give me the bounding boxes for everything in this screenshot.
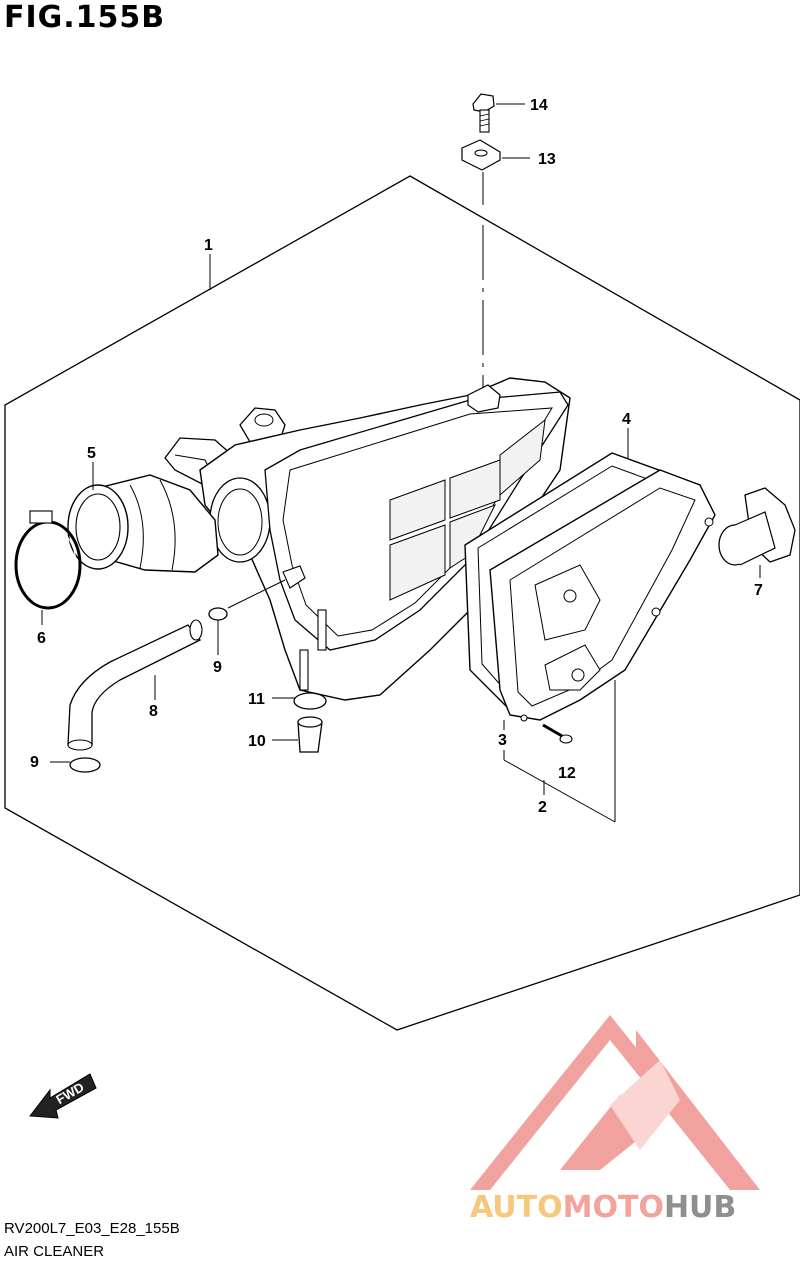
callout-14: 14 [530,97,548,114]
leader-bracket [503,680,616,823]
hose-clamp-part[interactable] [14,510,82,610]
bolt-part[interactable] [472,93,495,133]
watermark-moto: MOTO [563,1190,664,1225]
callout-10: 10 [248,733,266,750]
callout-4: 4 [622,411,631,428]
callout-5: 5 [87,445,96,462]
air-cleaner-cover[interactable] [489,469,716,722]
callout-7: 7 [754,582,763,599]
callout-6: 6 [37,630,46,647]
assembly-outline [4,175,800,1031]
callout-9-upper: 9 [213,659,222,676]
outlet-tube-part[interactable] [718,487,796,566]
figure-code: RV200L7_E03_E28_155B [4,1220,180,1237]
leader-line [227,579,286,609]
callout-8: 8 [149,703,158,720]
callout-1: 1 [204,237,213,254]
hose-clip-part[interactable] [50,757,101,773]
callout-11: 11 [248,691,265,708]
air-cleaner-case[interactable] [164,377,571,701]
breather-hose-part[interactable] [67,619,203,751]
callout-13: 13 [538,151,556,168]
drain-clip-part[interactable] [272,692,327,710]
hose-clip-part[interactable] [208,607,228,655]
fwd-arrow-icon: FWD [29,1073,97,1119]
callout-3: 3 [498,732,507,749]
screw-part[interactable] [542,723,573,744]
clip-nut-part[interactable] [461,139,501,171]
figure-title: FIG.155B [4,0,166,35]
watermark-logo-icon [470,1015,760,1190]
watermark-hub: HUB [664,1190,736,1225]
callout-2: 2 [538,799,547,816]
figure-caption: AIR CLEANER [4,1243,105,1260]
watermark-text: AUTOMOTOHUB [470,1190,736,1225]
callout-12: 12 [558,765,576,782]
watermark-auto: AUTO [470,1190,563,1225]
drain-plug-part[interactable] [272,716,323,753]
callout-9-lower: 9 [30,754,39,771]
intake-boot-part[interactable] [67,474,219,573]
